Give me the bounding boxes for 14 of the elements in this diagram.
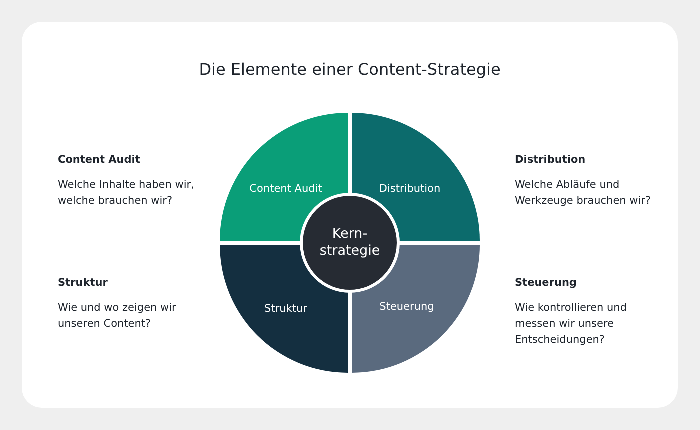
segment-label: Steuerung [380,301,434,313]
section-description: Wie kontrollieren und messen wir unsere Entscheidungen? [515,301,628,348]
section-description: Welche Abläufe und Werkzeuge brauchen wir? [515,178,652,209]
section-heading: Content Audit [58,153,142,168]
segment-label: Content Audit [250,183,322,195]
segment-label: Struktur [264,303,308,315]
section-description: Welche Inhalte haben wir, welche brauchen wir? [58,178,196,209]
diagram-title: Die Elemente einer Content-Strategie [199,60,501,79]
section-heading: Steuerung [515,276,578,291]
segment-label: Distribution [379,183,441,195]
section-heading: Distribution [515,153,587,168]
center-label: Kern-strategie [318,226,382,260]
section-description: Wie und wo zeigen wir unseren Content? [58,301,178,332]
section-heading: Struktur [58,276,109,291]
